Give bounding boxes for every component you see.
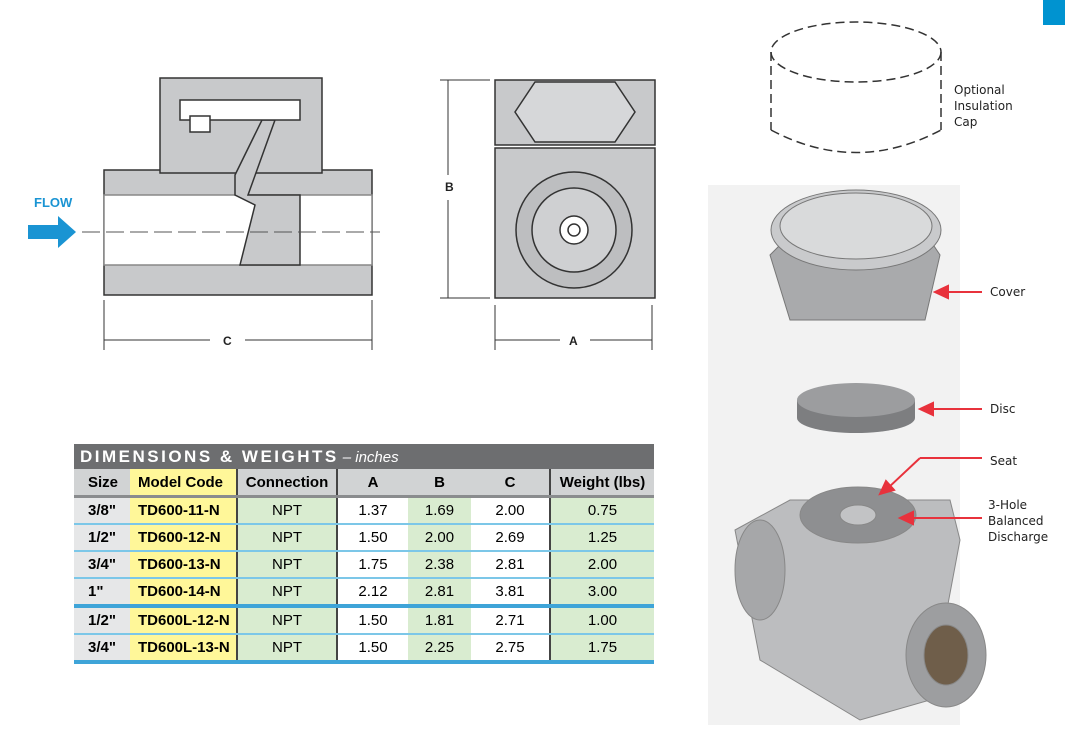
cell-b: 2.00 [408, 524, 471, 552]
cell-connection: NPT [237, 496, 338, 525]
cell-b: 2.25 [408, 634, 471, 664]
cell-model-code: TD600-13-N [130, 551, 238, 579]
discharge-label: 3-Hole Balanced Discharge [988, 498, 1049, 544]
cell-size: 1/2" [74, 524, 130, 552]
dimension-a-label: A [569, 334, 578, 348]
table-header-row: Size Model Code Connection A B C Weight … [74, 469, 654, 498]
front-view [494, 79, 656, 299]
table-subtitle: – inches [342, 449, 399, 466]
table-title-bar: DIMENSIONS & WEIGHTS– inches [74, 444, 654, 469]
cover-part [769, 189, 942, 321]
cell-weight: 2.00 [550, 551, 654, 579]
cell-connection: NPT [237, 606, 338, 635]
body-part [734, 486, 987, 721]
cell-weight: 1.25 [550, 524, 654, 552]
cell-model-code: TD600L-13-N [130, 634, 238, 664]
cell-a: 1.50 [337, 634, 408, 664]
disc-label: Disc [990, 402, 1016, 416]
table-title: DIMENSIONS & WEIGHTS [80, 447, 339, 466]
header-size: Size [74, 469, 130, 498]
cell-b: 1.69 [408, 496, 471, 525]
insulation-cap [770, 21, 942, 154]
cell-size: 3/4" [74, 551, 130, 579]
cell-weight: 1.00 [550, 606, 654, 635]
cell-connection: NPT [237, 634, 338, 664]
dimension-b-label: B [445, 180, 454, 194]
cell-c: 2.71 [471, 606, 551, 635]
dimension-drawing [28, 77, 656, 350]
header-b: B [408, 469, 471, 498]
cell-c: 2.69 [471, 524, 551, 552]
flow-arrow-icon [28, 216, 76, 248]
cell-c: 3.81 [471, 578, 551, 608]
insulation-cap-label: Optional Insulation Cap [954, 83, 1013, 129]
cell-c: 2.81 [471, 551, 551, 579]
cell-size: 1" [74, 578, 130, 608]
page-tab [1043, 0, 1065, 25]
seat-label: Seat [990, 454, 1018, 468]
header-connection: Connection [237, 469, 338, 498]
cell-weight: 1.75 [550, 634, 654, 664]
cell-weight: 3.00 [550, 578, 654, 608]
disc-part [797, 383, 915, 433]
flow-label: FLOW [34, 195, 73, 210]
cell-a: 2.12 [337, 578, 408, 608]
header-c: C [471, 469, 551, 498]
cell-connection: NPT [237, 551, 338, 579]
cell-a: 1.50 [337, 606, 408, 635]
header-model-code: Model Code [130, 469, 238, 498]
cover-label: Cover [990, 285, 1026, 299]
cell-connection: NPT [237, 524, 338, 552]
dimensions-table: Size Model Code Connection A B C Weight … [74, 469, 654, 664]
cell-size: 3/4" [74, 634, 130, 664]
callout-arrows [878, 284, 982, 526]
cell-a: 1.50 [337, 524, 408, 552]
cell-model-code: TD600-12-N [130, 524, 238, 552]
header-weight: Weight (lbs) [550, 469, 654, 498]
cell-c: 2.75 [471, 634, 551, 664]
header-a: A [337, 469, 408, 498]
cell-size: 3/8" [74, 496, 130, 525]
cell-a: 1.75 [337, 551, 408, 579]
cell-b: 2.81 [408, 578, 471, 608]
cell-b: 1.81 [408, 606, 471, 635]
cell-model-code: TD600-11-N [130, 496, 238, 525]
cell-model-code: TD600L-12-N [130, 606, 238, 635]
cell-connection: NPT [237, 578, 338, 608]
cell-c: 2.00 [471, 496, 551, 525]
cell-model-code: TD600-14-N [130, 578, 238, 608]
cell-weight: 0.75 [550, 496, 654, 525]
dimension-c-label: C [223, 334, 232, 348]
cell-a: 1.37 [337, 496, 408, 525]
cell-b: 2.38 [408, 551, 471, 579]
cell-size: 1/2" [74, 606, 130, 635]
